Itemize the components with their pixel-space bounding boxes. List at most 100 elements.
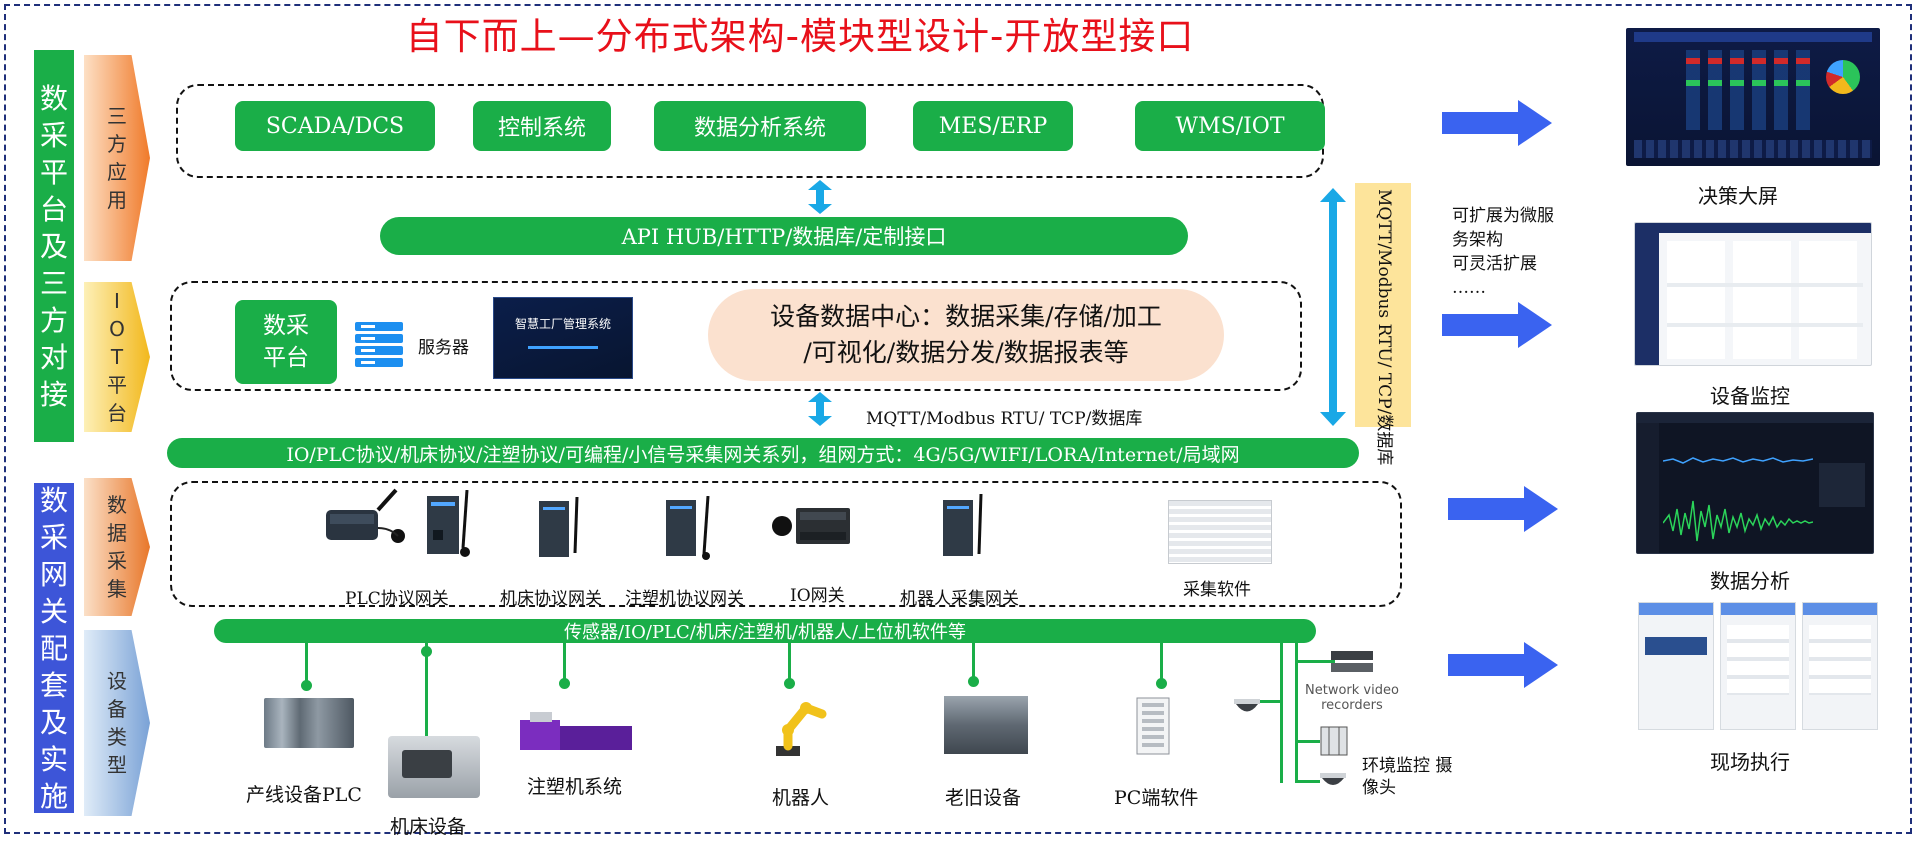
side-top-char: 方 xyxy=(39,303,68,337)
side-bottom-char: 配 xyxy=(39,631,68,665)
nvr-label-2: recorders xyxy=(1321,698,1383,713)
connector-robot xyxy=(788,643,791,683)
plc-gateway-device-icon xyxy=(326,488,405,543)
chevron-iot-char: T xyxy=(110,345,124,369)
app-mes-erp[interactable]: MES/ERP xyxy=(913,101,1073,151)
gateway-label-software: 采集软件 xyxy=(1183,580,1251,600)
device-monitor-label: 设备监控 xyxy=(1710,384,1790,408)
connector-dot xyxy=(421,646,432,657)
gateway-label-io: IO网关 xyxy=(790,586,845,606)
microservice-note: 可扩展为微服 务架构 可灵活扩展 …… xyxy=(1452,204,1554,300)
pc-software-icon xyxy=(1136,697,1170,755)
side-top-char: 三 xyxy=(39,266,68,300)
smart-factory-title: 智慧工厂管理系统 xyxy=(514,317,611,331)
outer-frame xyxy=(4,4,1912,834)
connector-dot xyxy=(968,676,979,687)
side-top-char: 对 xyxy=(39,340,68,374)
connector-dot xyxy=(301,680,312,691)
device-data-center-bubble: 设备数据中心：数据采集/存储/加工 /可视化/数据分发/数据报表等 xyxy=(708,289,1224,381)
device-monitor-thumbnail[interactable] xyxy=(1634,222,1872,366)
chevron-third-party-char: 方 xyxy=(107,132,127,156)
connector-h2 xyxy=(1295,660,1335,663)
network-video-recorder-icon xyxy=(1331,651,1373,672)
side-top-char: 及 xyxy=(39,229,68,263)
robot-gateway-icon xyxy=(943,494,983,556)
side-bottom-char: 套 xyxy=(39,668,68,702)
device-label-robot: 机器人 xyxy=(772,787,830,809)
chevron-data-collection-char: 采 xyxy=(107,549,127,573)
server-icon xyxy=(355,322,403,367)
side-bar-gateway: 数采网关配套及实施 xyxy=(34,483,74,813)
note-line-1: 可扩展为微服 xyxy=(1452,206,1554,226)
right-arrow-icon xyxy=(1442,302,1552,348)
device-label-machine: 机床设备 xyxy=(390,816,467,838)
chevron-data-collection-char: 数 xyxy=(107,493,127,517)
decision-screen-thumbnail[interactable] xyxy=(1626,28,1880,166)
chevron-data-collection-char: 集 xyxy=(107,577,127,601)
dome-camera-icon xyxy=(1234,699,1260,712)
injection-machine-image xyxy=(520,712,632,750)
device-label-plc: 产线设备PLC xyxy=(246,784,362,806)
connector-injection xyxy=(563,643,566,683)
machine-tool-image xyxy=(388,736,480,798)
data-platform-label-1: 数采 xyxy=(263,313,309,339)
gateway-label-injection: 注塑机协议网关 xyxy=(625,589,744,609)
right-arrow-icon xyxy=(1448,642,1558,688)
data-platform-button[interactable]: 数采 平台 xyxy=(235,300,337,384)
chevron-iot-char: O xyxy=(109,317,125,341)
camera-label-2: 像头 xyxy=(1362,778,1396,798)
right-arrow-icon xyxy=(1442,100,1552,146)
plc-rack-image xyxy=(264,698,354,748)
old-equipment-image xyxy=(944,696,1028,754)
connector-dot xyxy=(559,678,570,689)
data-center-line-2: /可视化/数据分发/数据报表等 xyxy=(803,338,1129,367)
side-bottom-char: 网 xyxy=(39,557,68,591)
chevron-iot-char: I xyxy=(114,289,120,313)
protocol-label: MQTT/Modbus RTU/ TCP/数据库 xyxy=(866,409,1143,429)
note-line-2: 务架构 xyxy=(1452,230,1503,250)
note-line-4: …… xyxy=(1452,278,1486,298)
device-label-pc: PC端软件 xyxy=(1114,787,1199,809)
data-center-line-1: 设备数据中心：数据采集/存储/加工 xyxy=(770,302,1162,331)
chevron-device-type-char: 类 xyxy=(107,725,127,749)
double-arrow-icon xyxy=(808,392,832,426)
right-arrow-icon xyxy=(1448,486,1558,532)
camera-label: 环境监控 摄 像头 xyxy=(1362,755,1452,799)
vertical-protocol-label: MQTT/Modbus RTU/ TCP/数据库 xyxy=(1374,189,1394,466)
injection-gateway-icon xyxy=(666,496,710,560)
vertical-double-arrow-icon xyxy=(1320,188,1346,426)
device-label-old: 老旧设备 xyxy=(945,787,1022,809)
connector-plc xyxy=(305,643,308,685)
connector-dot xyxy=(1156,678,1167,689)
side-top-char: 接 xyxy=(39,377,68,411)
collection-software-screenshot xyxy=(1168,500,1272,564)
connector-h1 xyxy=(1258,700,1282,703)
gateway-group xyxy=(170,481,1402,607)
data-platform-label-2: 平台 xyxy=(263,345,309,371)
robot-arm-icon xyxy=(776,702,827,756)
field-execution-thumbnail[interactable] xyxy=(1632,602,1880,730)
side-bar-platform: 数采平台及三方对接 xyxy=(34,50,74,442)
chevron-iot-char: 台 xyxy=(107,401,127,425)
gateway-label-plc: PLC协议网关 xyxy=(345,589,449,609)
app-control-system[interactable]: 控制系统 xyxy=(473,101,611,151)
data-analysis-label: 数据分析 xyxy=(1710,569,1790,593)
screen-loading-bar xyxy=(528,346,598,349)
chevron-device-type-char: 型 xyxy=(107,753,127,777)
side-top-char: 采 xyxy=(39,118,68,152)
data-analysis-thumbnail[interactable] xyxy=(1636,412,1874,554)
connector-camera-trunk xyxy=(1280,643,1283,783)
waveform-icon xyxy=(1663,457,1813,542)
machine-tool-gateway-icon xyxy=(539,497,579,557)
note-line-3: 可灵活扩展 xyxy=(1452,254,1537,274)
side-top-char: 平 xyxy=(39,155,68,189)
app-wms-iot[interactable]: WMS/IOT xyxy=(1135,101,1325,151)
nvr-label: Network video recorders xyxy=(1305,683,1399,713)
connector-h4 xyxy=(1295,780,1320,783)
app-data-analysis[interactable]: 数据分析系统 xyxy=(654,101,866,151)
server-label: 服务器 xyxy=(418,338,469,358)
plc-gateway-router-icon xyxy=(427,490,470,557)
app-scada-dcs[interactable]: SCADA/DCS xyxy=(235,101,435,151)
vertical-protocol-box: MQTT/Modbus RTU/ TCP/数据库 xyxy=(1355,183,1411,466)
chevron-third-party-char: 三 xyxy=(107,104,127,128)
